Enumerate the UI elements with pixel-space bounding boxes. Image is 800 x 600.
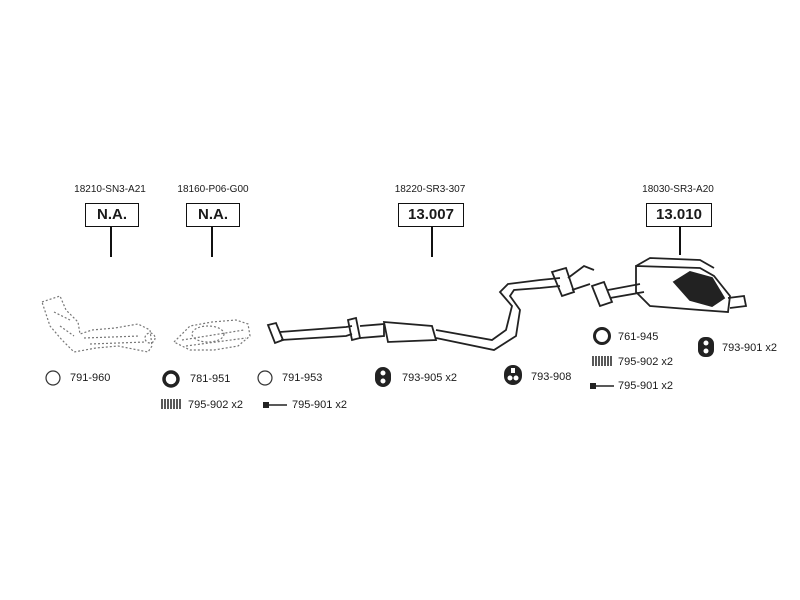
thick-ring-gasket-icon (162, 370, 180, 388)
part-code[interactable]: 795-902 x2 (618, 356, 674, 368)
rear-silencer-drawing (590, 257, 748, 313)
ring-gasket-icon (257, 370, 273, 386)
part-code[interactable]: 791-960 (70, 372, 111, 384)
part-code[interactable]: 791-953 (282, 372, 323, 384)
price-box[interactable]: 13.010 (646, 203, 712, 227)
price-box[interactable]: N.A. (85, 203, 139, 227)
front-pipe-drawing (172, 319, 251, 351)
bolt-icon (263, 402, 287, 408)
spring-icon (161, 399, 181, 409)
part-code[interactable]: 795-902 x2 (188, 399, 244, 411)
part-number-label: 18210-SN3-A21 (74, 184, 146, 195)
spring-icon (592, 356, 612, 366)
exhaust-manifold-drawing (41, 295, 156, 353)
part-code[interactable]: 793-908 (531, 371, 572, 383)
leader-line (431, 227, 433, 257)
part-code[interactable]: 793-901 x2 (722, 342, 778, 354)
part-code[interactable]: 793-905 x2 (402, 372, 458, 384)
ring-gasket-icon (45, 370, 61, 386)
leader-line (679, 227, 681, 255)
middle-pipe-drawing (266, 264, 595, 351)
part-number-label: 18220-SR3-307 (394, 184, 466, 195)
price-box[interactable]: N.A. (186, 203, 240, 227)
price-box[interactable]: 13.007 (398, 203, 464, 227)
part-number-label: 18030-SR3-A20 (642, 184, 714, 195)
bolt-icon (590, 383, 614, 389)
leader-line (211, 227, 213, 257)
part-code[interactable]: 761-945 (618, 331, 659, 343)
leader-line (110, 227, 112, 257)
thick-ring-gasket-icon (593, 327, 611, 345)
rubber-hanger-icon (375, 367, 391, 387)
part-code[interactable]: 795-901 x2 (618, 380, 674, 392)
rubber-hanger-icon (698, 337, 714, 357)
part-code[interactable]: 795-901 x2 (292, 399, 348, 411)
part-number-label: 18160-P06-G00 (177, 184, 249, 195)
rubber-hanger-icon (504, 365, 522, 385)
part-code[interactable]: 781-951 (190, 373, 231, 385)
